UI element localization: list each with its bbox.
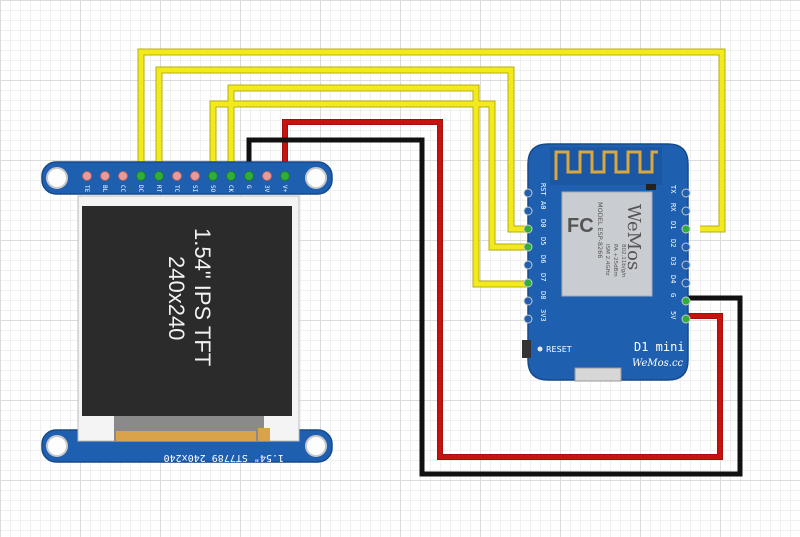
wemos-pin-label: D2 [669,239,677,247]
tft-pin-si[interactable] [190,171,200,181]
tft-pin-cc[interactable] [118,171,128,181]
tft-pin-label: G [245,185,252,189]
usb-connector [574,367,622,382]
wemos-pin-label: G [669,293,677,297]
esp-spec-3: 802.11b/g/n [620,244,626,278]
tft-mount-hole-br [305,435,327,457]
esp-spec-2: PA +25dBm [612,244,618,277]
tft-mount-hole-tl [46,167,68,189]
wemos-pin-label: TX [669,185,677,194]
wemos-pin-label: 3V3 [539,309,547,322]
wemos-pin-d5[interactable] [523,242,533,252]
wemos-pin-d4[interactable] [681,278,691,288]
esp-fcc-mark: FC [567,215,594,237]
wemos-pin-label: 5V [669,311,677,320]
esp-brand: WeMos [623,204,644,270]
esp-module-text: FC MODEL ESP-8266 ISM 2.4GHz PA +25dBm 8… [567,202,644,278]
wemos-pin-label: A0 [539,201,547,209]
wemos-pin-a0[interactable] [523,206,533,216]
esp-module-shield [561,191,653,297]
tft-pin-tc[interactable] [172,171,182,181]
wemos-pin-label: D8 [539,291,547,299]
tft-pin-te[interactable] [82,171,92,181]
tft-mount-hole-tr [305,167,327,189]
esp-spec-1: ISM 2.4GHz [604,244,610,276]
wemos-pin-d6[interactable] [523,260,533,270]
tft-bottom-label: 1.54" ST7789 240x240 [164,452,284,463]
tft-pin-label: V+ [281,185,288,193]
wires [137,48,743,477]
reset-button[interactable] [522,340,531,358]
tft-mount-hole-bl [46,435,68,457]
tft-pin-so[interactable] [208,171,218,181]
wemos-pin-3v3[interactable] [523,314,533,324]
wire-dc-to-d1 [138,49,725,232]
tft-pin-label: CK [227,185,234,193]
wire-rt-to-d0 [156,67,528,232]
wemos-pin-label: D7 [539,273,547,281]
wemos-pin-label: D4 [669,275,677,283]
tft-pin-label: RT [155,185,162,193]
tft-flex-tab [258,428,270,441]
tft-pin-label: SI [191,185,198,193]
esp-model: MODEL ESP-8266 [596,202,604,258]
wemos-pin-rst[interactable] [523,188,533,198]
wemos-pin-label: RX [669,203,677,212]
tft-screen [82,206,292,416]
wemos-pin-label: D1 [669,221,677,229]
tft-screen-line1: 1.54" IPS TFT [190,228,215,366]
tft-pin-label: SO [209,185,216,193]
tft-display-board: 1.54" IPS TFT 240x240 1.54" ST7789 240x2… [41,161,333,463]
wemos-pin-d1[interactable] [681,224,691,234]
reset-dot [537,346,543,352]
wire-gnd-to-gnd [246,137,743,477]
board-site: WeMos.cc [632,358,684,369]
tft-pin-label: TE [83,185,90,193]
wemos-pin-d3[interactable] [681,260,691,270]
tft-pin-dc[interactable] [136,171,146,181]
wemos-antenna-trace [554,150,658,180]
wemos-pin-d2[interactable] [681,242,691,252]
wemos-d1-mini-board: FC MODEL ESP-8266 ISM 2.4GHz PA +25dBm 8… [522,143,691,382]
wemos-pin-label: D0 [539,219,547,227]
tft-pin-vplus[interactable] [280,171,290,181]
wemos-pin-d0[interactable] [523,224,533,234]
tft-pin-bl[interactable] [100,171,110,181]
tft-screen-line2: 240x240 [164,256,189,340]
reset-label: RESET [546,345,572,354]
tft-pin-3v[interactable] [262,171,272,181]
wemos-pin-d8[interactable] [523,296,533,306]
tft-pin-label: BL [101,185,108,193]
wemos-pin-d7[interactable] [523,278,533,288]
wire-ck-to-d7 [228,85,528,287]
wemos-pin-label: RST [539,183,547,196]
tft-pin-label: TC [173,185,180,193]
wemos-pin-tx[interactable] [681,188,691,198]
tft-pin-label: CC [119,185,126,193]
tft-pin-header: TE BL CC DC RT TC SI SO CK G 3V V+ [82,171,290,193]
wemos-pin-rx[interactable] [681,206,691,216]
tft-pin-rt[interactable] [154,171,164,181]
wemos-pin-label: D5 [539,237,547,245]
board-name: D1 mini [634,340,685,354]
tft-pin-ck[interactable] [226,171,236,181]
tft-pin-g[interactable] [244,171,254,181]
wemos-pin-g[interactable] [681,296,691,306]
wemos-pin-label: D3 [669,257,677,265]
tft-pin-label: 3V [263,185,270,193]
wemos-pin-5v[interactable] [681,314,691,324]
wemos-smd-part [646,184,656,190]
wemos-pin-label: D6 [539,255,547,263]
tft-pin-label: DC [137,185,144,193]
tft-flex-contacts [116,431,256,441]
tft-top-strip [41,161,333,195]
wire-so-to-d5 [210,101,528,250]
wire-vplus-to-5v [282,119,723,460]
